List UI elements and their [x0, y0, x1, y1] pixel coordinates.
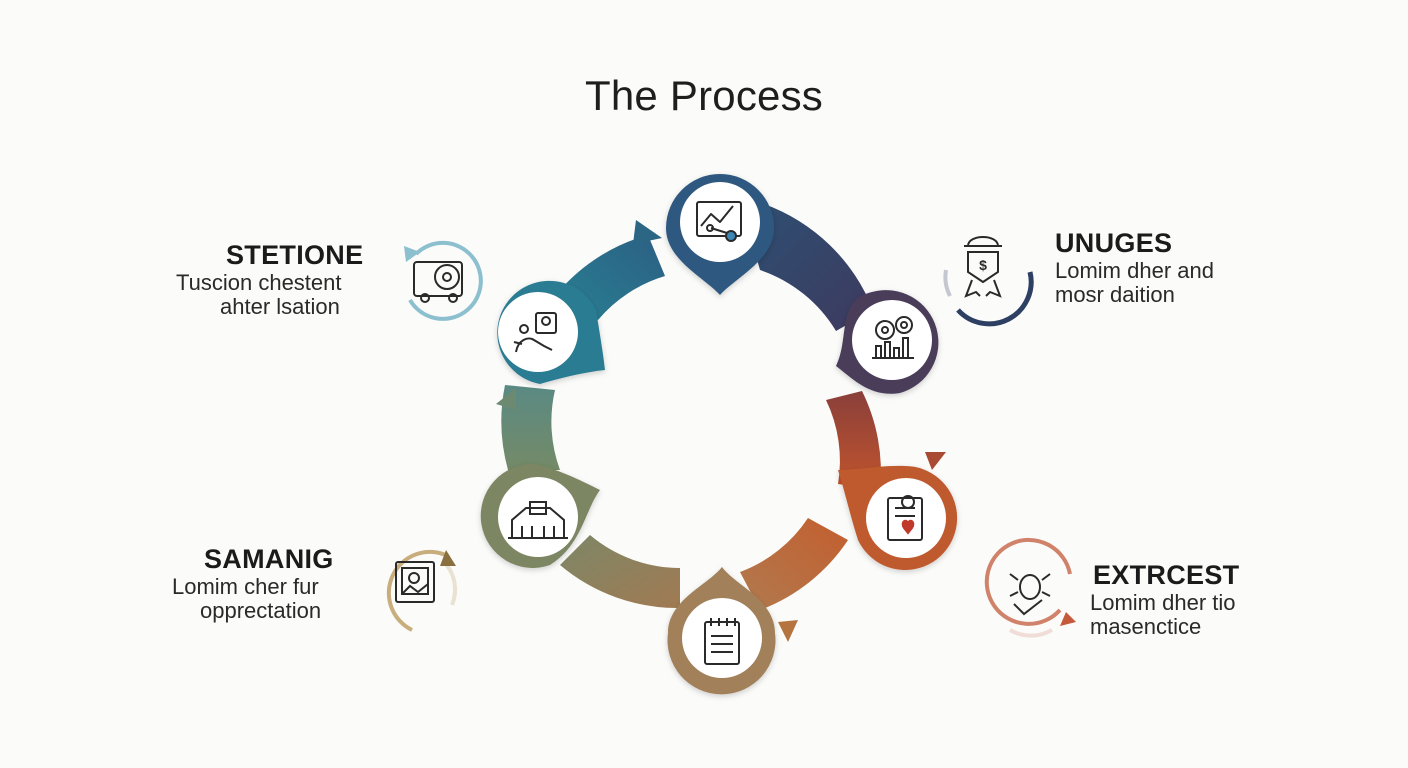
svg-text:$: $: [979, 257, 987, 273]
callout-heading: STETIONE: [226, 240, 364, 270]
flow-arrows: [496, 220, 946, 642]
truck-target-icon: [404, 240, 483, 321]
ring-segment-right: [826, 391, 881, 490]
callout-text: opprectation: [200, 598, 322, 623]
arrowhead-right: [925, 452, 946, 470]
ring-segment-left: [501, 385, 560, 470]
callout-text: Lomim dher and: [1055, 258, 1214, 283]
person-computer-icon: [513, 312, 557, 353]
callout-text: Lomim dher tio: [1090, 590, 1236, 615]
building-icon: [508, 501, 568, 539]
callout-extrcest: EXTRCEST Lomim dher tio masenctice: [1090, 560, 1310, 639]
analytics-chart-icon: [696, 201, 742, 242]
callout-samanig: SAMANIG Lomim cher fur opprectation: [172, 544, 372, 623]
ring-segment-bottom-right: [740, 518, 848, 610]
picture-frame-icon: [386, 549, 458, 632]
arrowhead-bottom-right: [778, 620, 798, 642]
worker-badge-icon: $: [943, 236, 1034, 327]
callout-text: ahter lsation: [220, 294, 340, 319]
arrowhead-left: [496, 388, 516, 410]
callout-text: Lomim cher fur: [172, 574, 319, 599]
callout-heading: EXTRCEST: [1093, 560, 1240, 590]
ring-segment-top-right: [745, 204, 873, 331]
arrowhead-top: [633, 220, 662, 244]
document-heart-icon: [887, 495, 923, 541]
step-badge-bottom-right: [838, 465, 958, 570]
step-badge-top: [666, 174, 774, 295]
bug-check-icon: [984, 537, 1076, 638]
callout-text: mosr daition: [1055, 282, 1175, 307]
callout-text: Tuscion chestent: [176, 270, 342, 295]
notepad-icon: [704, 618, 740, 665]
diagram-title: The Process: [585, 72, 823, 119]
gears-bar-chart-icon: [872, 316, 914, 359]
callout-heading: SAMANIG: [204, 544, 334, 574]
step-badge-bottom: [667, 567, 776, 695]
callout-heading: UNUGES: [1055, 228, 1173, 258]
ring-segment-bottom-left: [560, 535, 680, 609]
callout-text: masenctice: [1090, 614, 1202, 639]
callout-stetione: STETIONE Tuscion chestent ahter lsation: [176, 240, 376, 319]
callout-unuges: UNUGES Lomim dher and mosr daition: [1055, 228, 1295, 307]
